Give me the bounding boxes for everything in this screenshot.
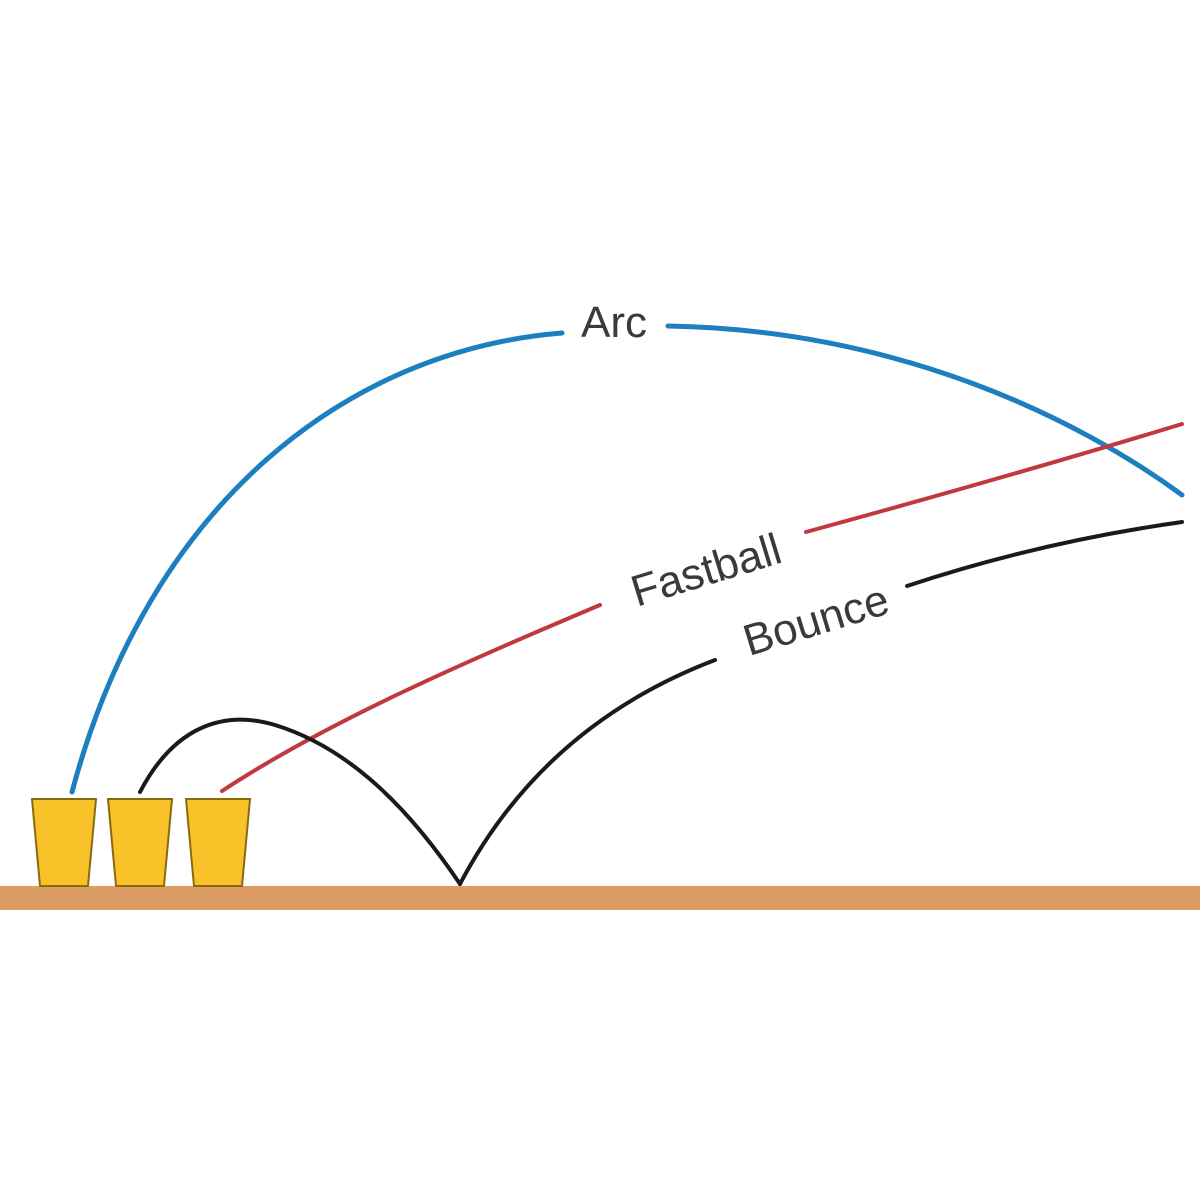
cups-group: [30, 798, 252, 887]
bounce-path-rise: [458, 658, 717, 886]
bounce-path-right: [905, 520, 1184, 588]
fastball-path-left: [220, 603, 602, 793]
cup: [106, 798, 174, 887]
table-surface: [0, 886, 1200, 910]
cup: [184, 798, 252, 887]
arc-path-left: [69, 330, 565, 795]
arc-path-right: [665, 323, 1185, 498]
fastball-trajectory: Fastball: [220, 422, 1184, 793]
bounce-path-hop: [138, 717, 462, 886]
arc-label: Arc: [581, 298, 647, 347]
fastball-label: Fastball: [625, 525, 787, 617]
cup: [30, 798, 98, 887]
fastball-path-right: [804, 422, 1184, 534]
bounce-label: Bounce: [738, 575, 895, 665]
arc-trajectory: Arc: [69, 298, 1185, 795]
